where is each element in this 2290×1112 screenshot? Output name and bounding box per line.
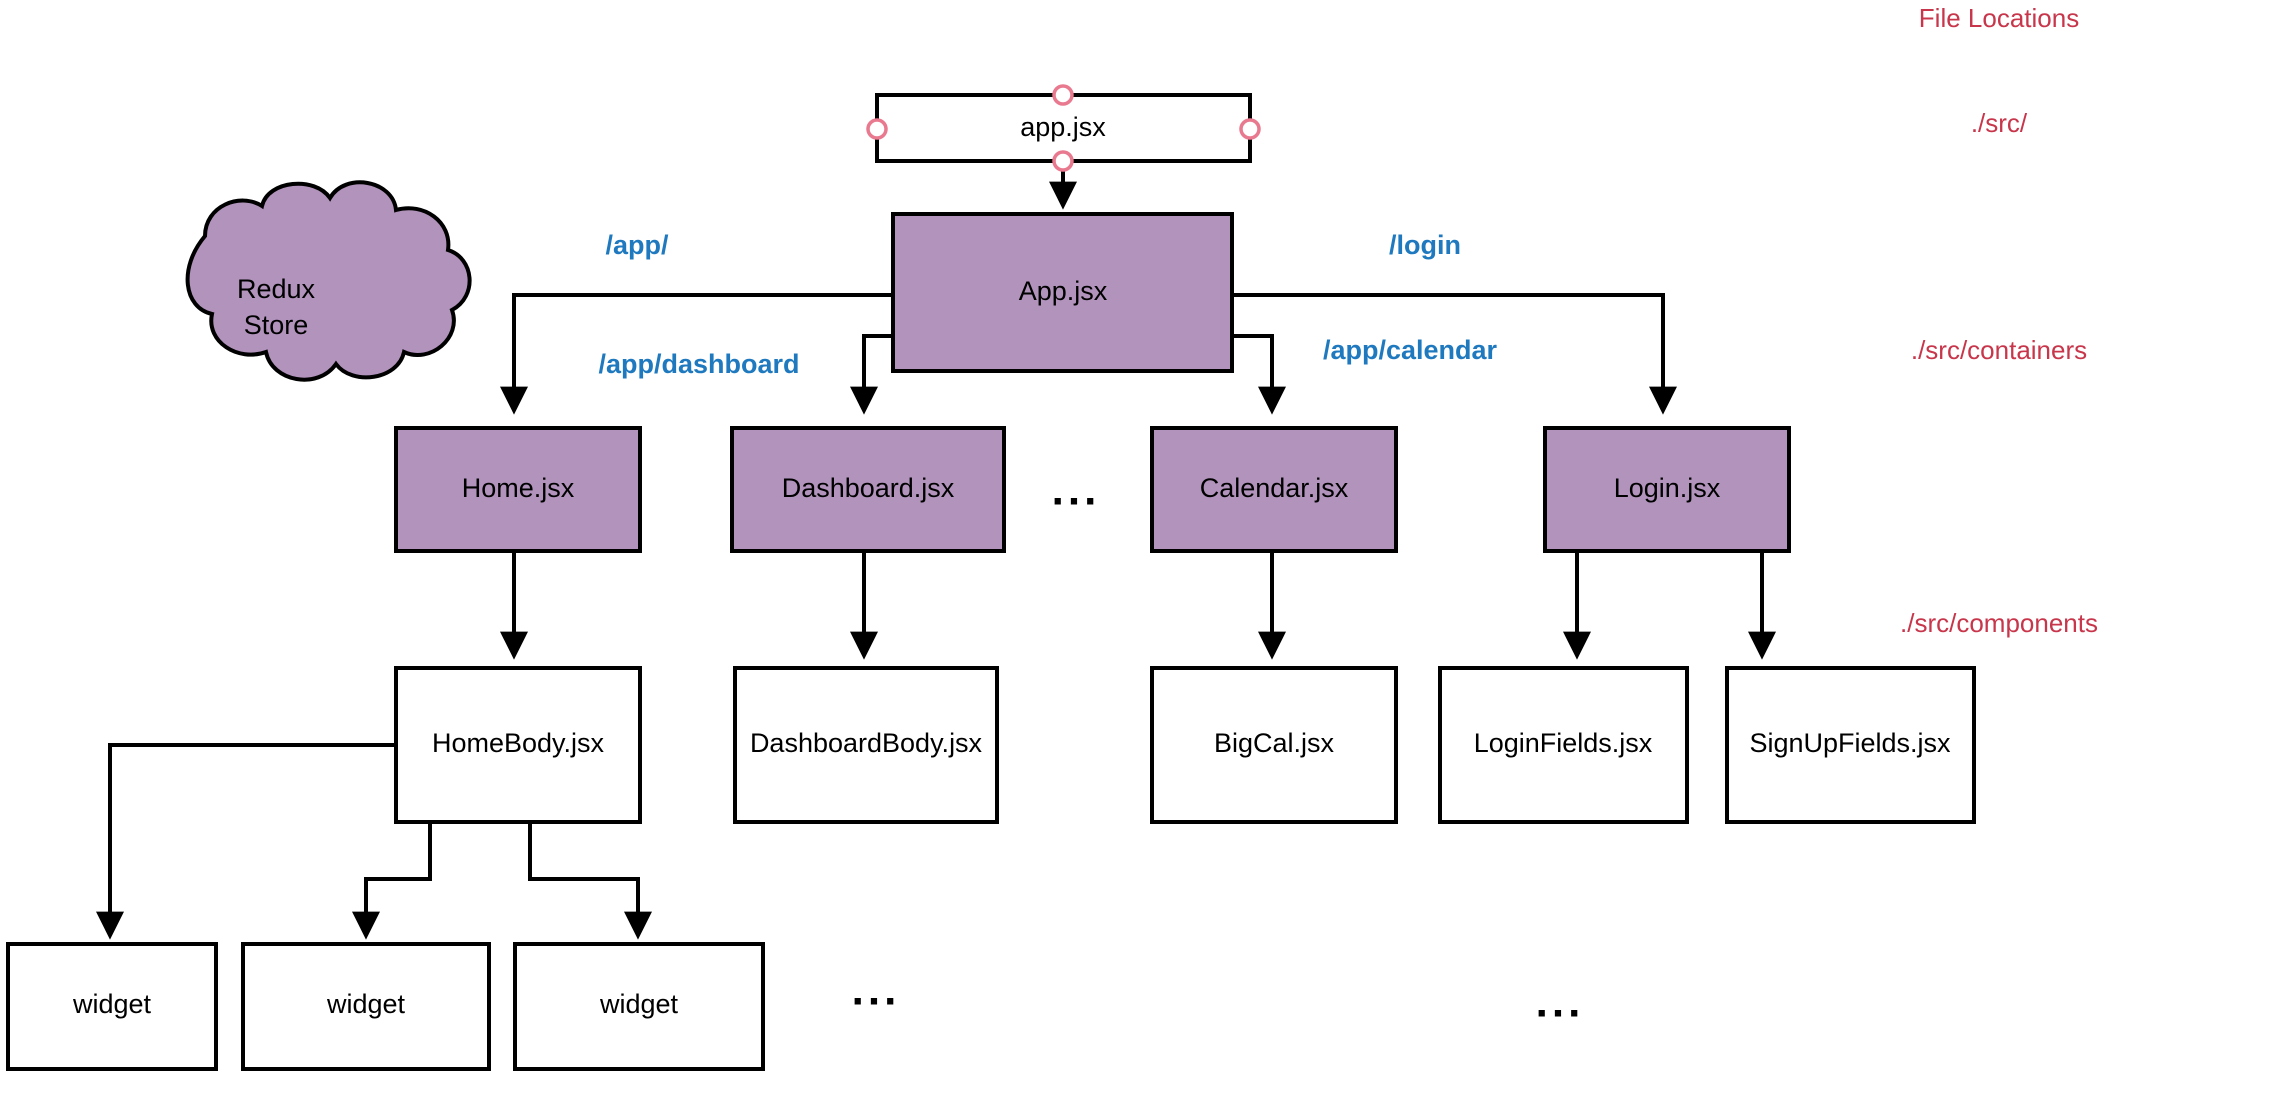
- component-label-loginfields: LoginFields.jsx: [1474, 728, 1653, 758]
- ellipsis-components: ...: [1536, 978, 1585, 1027]
- container-node-dashboard[interactable]: Dashboard.jsx: [730, 426, 1006, 553]
- connector-HomeBody-to-widget-1[interactable]: [96, 743, 396, 940]
- redux-store-label-line2: Store: [244, 310, 309, 340]
- container-label-calendar: Calendar.jsx: [1200, 473, 1349, 503]
- app-jsx-entry-label: app.jsx: [1020, 112, 1106, 142]
- component-label-signupfields: SignUpFields.jsx: [1749, 728, 1951, 758]
- resize-handle-left[interactable]: [866, 118, 888, 140]
- component-label-homebody: HomeBody.jsx: [432, 728, 605, 758]
- component-node-signupfields[interactable]: SignUpFields.jsx: [1725, 666, 1976, 824]
- widget-node-2[interactable]: widget: [241, 942, 491, 1071]
- connector-HomeBody-to-widget-2[interactable]: [352, 822, 432, 940]
- container-label-dashboard: Dashboard.jsx: [782, 473, 955, 503]
- file-location-src: ./src/: [1971, 108, 2028, 138]
- route-label-app-calendar: /app/calendar: [1323, 335, 1498, 365]
- resize-handle-right[interactable]: [1239, 118, 1261, 140]
- component-node-loginfields[interactable]: LoginFields.jsx: [1438, 666, 1689, 824]
- container-node-home[interactable]: Home.jsx: [394, 426, 642, 553]
- component-label-bigcal: BigCal.jsx: [1214, 728, 1335, 758]
- resize-handle-bottom[interactable]: [1052, 150, 1074, 172]
- redux-store-node[interactable]: Redux Store: [185, 180, 472, 382]
- app-container-label: App.jsx: [1019, 276, 1108, 306]
- component-label-dashboardbody: DashboardBody.jsx: [750, 728, 983, 758]
- file-location-containers: ./src/containers: [1911, 335, 2087, 365]
- ellipsis-widgets: ...: [852, 966, 901, 1015]
- widget-node-1[interactable]: widget: [6, 942, 218, 1071]
- route-label-login: /login: [1389, 230, 1461, 260]
- component-node-dashboardbody[interactable]: DashboardBody.jsx: [733, 666, 999, 824]
- component-node-bigcal[interactable]: BigCal.jsx: [1150, 666, 1398, 824]
- connector-App-to-Calendar[interactable]: [1232, 334, 1286, 415]
- widget-label-3: widget: [599, 989, 679, 1019]
- redux-store-label-line1: Redux: [237, 274, 316, 304]
- file-locations-heading: File Locations: [1919, 3, 2079, 33]
- connector-App-to-Dashboard[interactable]: [850, 334, 893, 415]
- container-label-home: Home.jsx: [462, 473, 575, 503]
- container-node-calendar[interactable]: Calendar.jsx: [1150, 426, 1398, 553]
- route-label-app-dashboard: /app/dashboard: [598, 349, 799, 379]
- widget-label-2: widget: [326, 989, 406, 1019]
- component-node-homebody[interactable]: HomeBody.jsx: [394, 666, 642, 824]
- connector-HomeBody-to-widget-3[interactable]: [528, 822, 652, 940]
- app-jsx-entry-node[interactable]: app.jsx: [866, 84, 1261, 172]
- route-label-app: /app/: [605, 230, 669, 260]
- connector-App-to-Home[interactable]: [500, 293, 893, 415]
- widget-label-1: widget: [72, 989, 152, 1019]
- ellipsis-containers: ...: [1052, 466, 1101, 515]
- resize-handle-top[interactable]: [1052, 84, 1074, 106]
- widget-node-3[interactable]: widget: [513, 942, 765, 1071]
- container-node-login[interactable]: Login.jsx: [1543, 426, 1791, 553]
- container-label-login: Login.jsx: [1614, 473, 1721, 503]
- file-location-components: ./src/components: [1900, 608, 2098, 638]
- app-container-node[interactable]: App.jsx: [891, 212, 1234, 373]
- connector-App-to-Login[interactable]: [1232, 293, 1677, 415]
